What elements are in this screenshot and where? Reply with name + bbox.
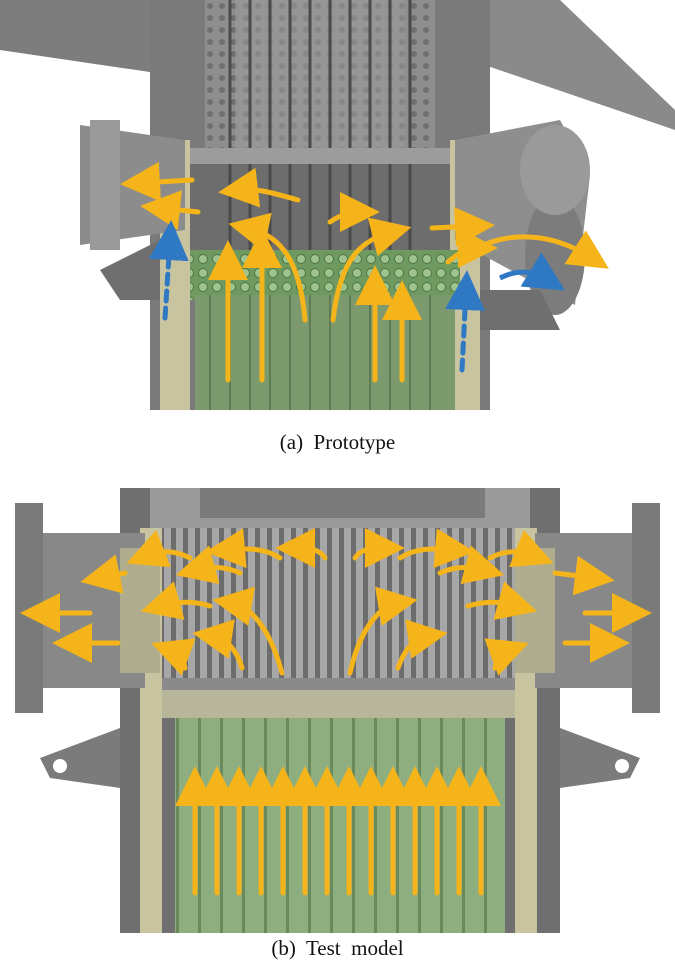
upper-support-plate [190, 148, 450, 164]
left-support-lug [40, 728, 120, 788]
upper-core-plate [162, 678, 515, 690]
flow-arrow [192, 619, 245, 671]
flow-arrow [395, 619, 448, 671]
flow-arrow [212, 586, 285, 676]
flow-arrow [552, 555, 615, 596]
flow-arrow [140, 190, 201, 230]
bypass-arrow [498, 252, 566, 291]
right-support-lug [480, 290, 560, 330]
flow-arrow [151, 638, 196, 676]
prototype-panel [0, 0, 675, 410]
flow-arrow [140, 581, 213, 620]
coolant-flow-arrows [20, 528, 652, 896]
flow-arrow [126, 530, 193, 568]
coolant-flow-arrows [120, 161, 609, 383]
flow-arrow [465, 581, 538, 620]
fuel-assemblies [195, 295, 455, 410]
flow-arrow [347, 586, 418, 676]
flow-arrow [80, 554, 128, 594]
plenum-gap [162, 690, 515, 718]
flow-arrow [429, 206, 495, 247]
bypass-arrow [445, 270, 485, 373]
test-model-caption: (b) Test model [271, 936, 404, 960]
flow-arrow [218, 167, 301, 208]
flow-arrow [484, 638, 529, 676]
fuel-assemblies [175, 718, 505, 933]
flow-arrow [330, 217, 412, 323]
flow-arrow [228, 212, 308, 323]
flow-arrow [445, 228, 498, 269]
bypass-arrow [148, 220, 189, 321]
flow-arrow [327, 192, 380, 233]
upper-left-flange [0, 0, 170, 75]
left-support-lug [100, 240, 160, 300]
prototype-caption: (a) Prototype [279, 430, 396, 454]
upper-right-flange [470, 0, 675, 130]
flow-arrow [275, 528, 328, 569]
prototype-cutaway-diagram [0, 0, 675, 410]
flow-arrow [120, 161, 195, 202]
test-model-panel [0, 488, 675, 933]
bypass-flow-arrows [148, 220, 485, 373]
flow-arrow [352, 528, 405, 569]
test-model-cutaway-diagram [15, 488, 660, 933]
right-support-lug [560, 728, 640, 788]
upper-guide-tubes [162, 528, 515, 683]
flow-arrow [487, 530, 554, 568]
